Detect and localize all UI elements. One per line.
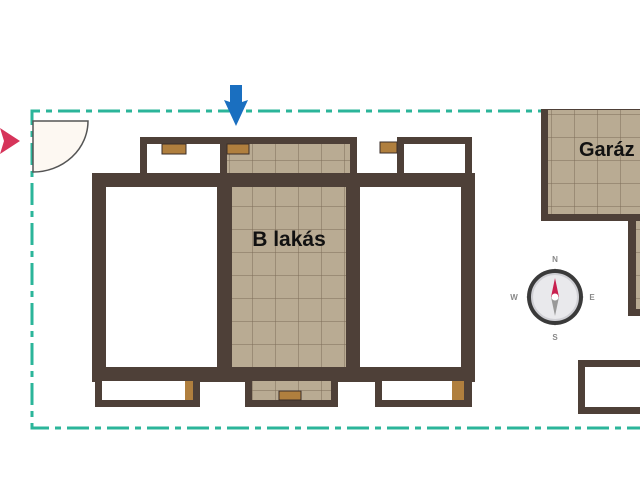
compass-north: N (552, 255, 558, 264)
compass-east: E (589, 293, 595, 302)
compass-south: S (552, 333, 558, 342)
garage (541, 109, 640, 316)
apartment-b (92, 173, 475, 382)
garage-label: Garáz (579, 139, 635, 161)
bottom-balconies (95, 380, 472, 407)
property-boundary (30, 109, 640, 430)
compass-west: W (510, 293, 518, 302)
top-balcony (140, 137, 472, 177)
apartment-label: B lakás (252, 228, 326, 251)
compass-icon: N E S W (510, 255, 595, 342)
door-swing (32, 120, 89, 173)
entry-arrow-left-icon (0, 128, 20, 154)
bottom-right-room (578, 360, 640, 414)
entry-arrow-top-icon (224, 85, 248, 126)
